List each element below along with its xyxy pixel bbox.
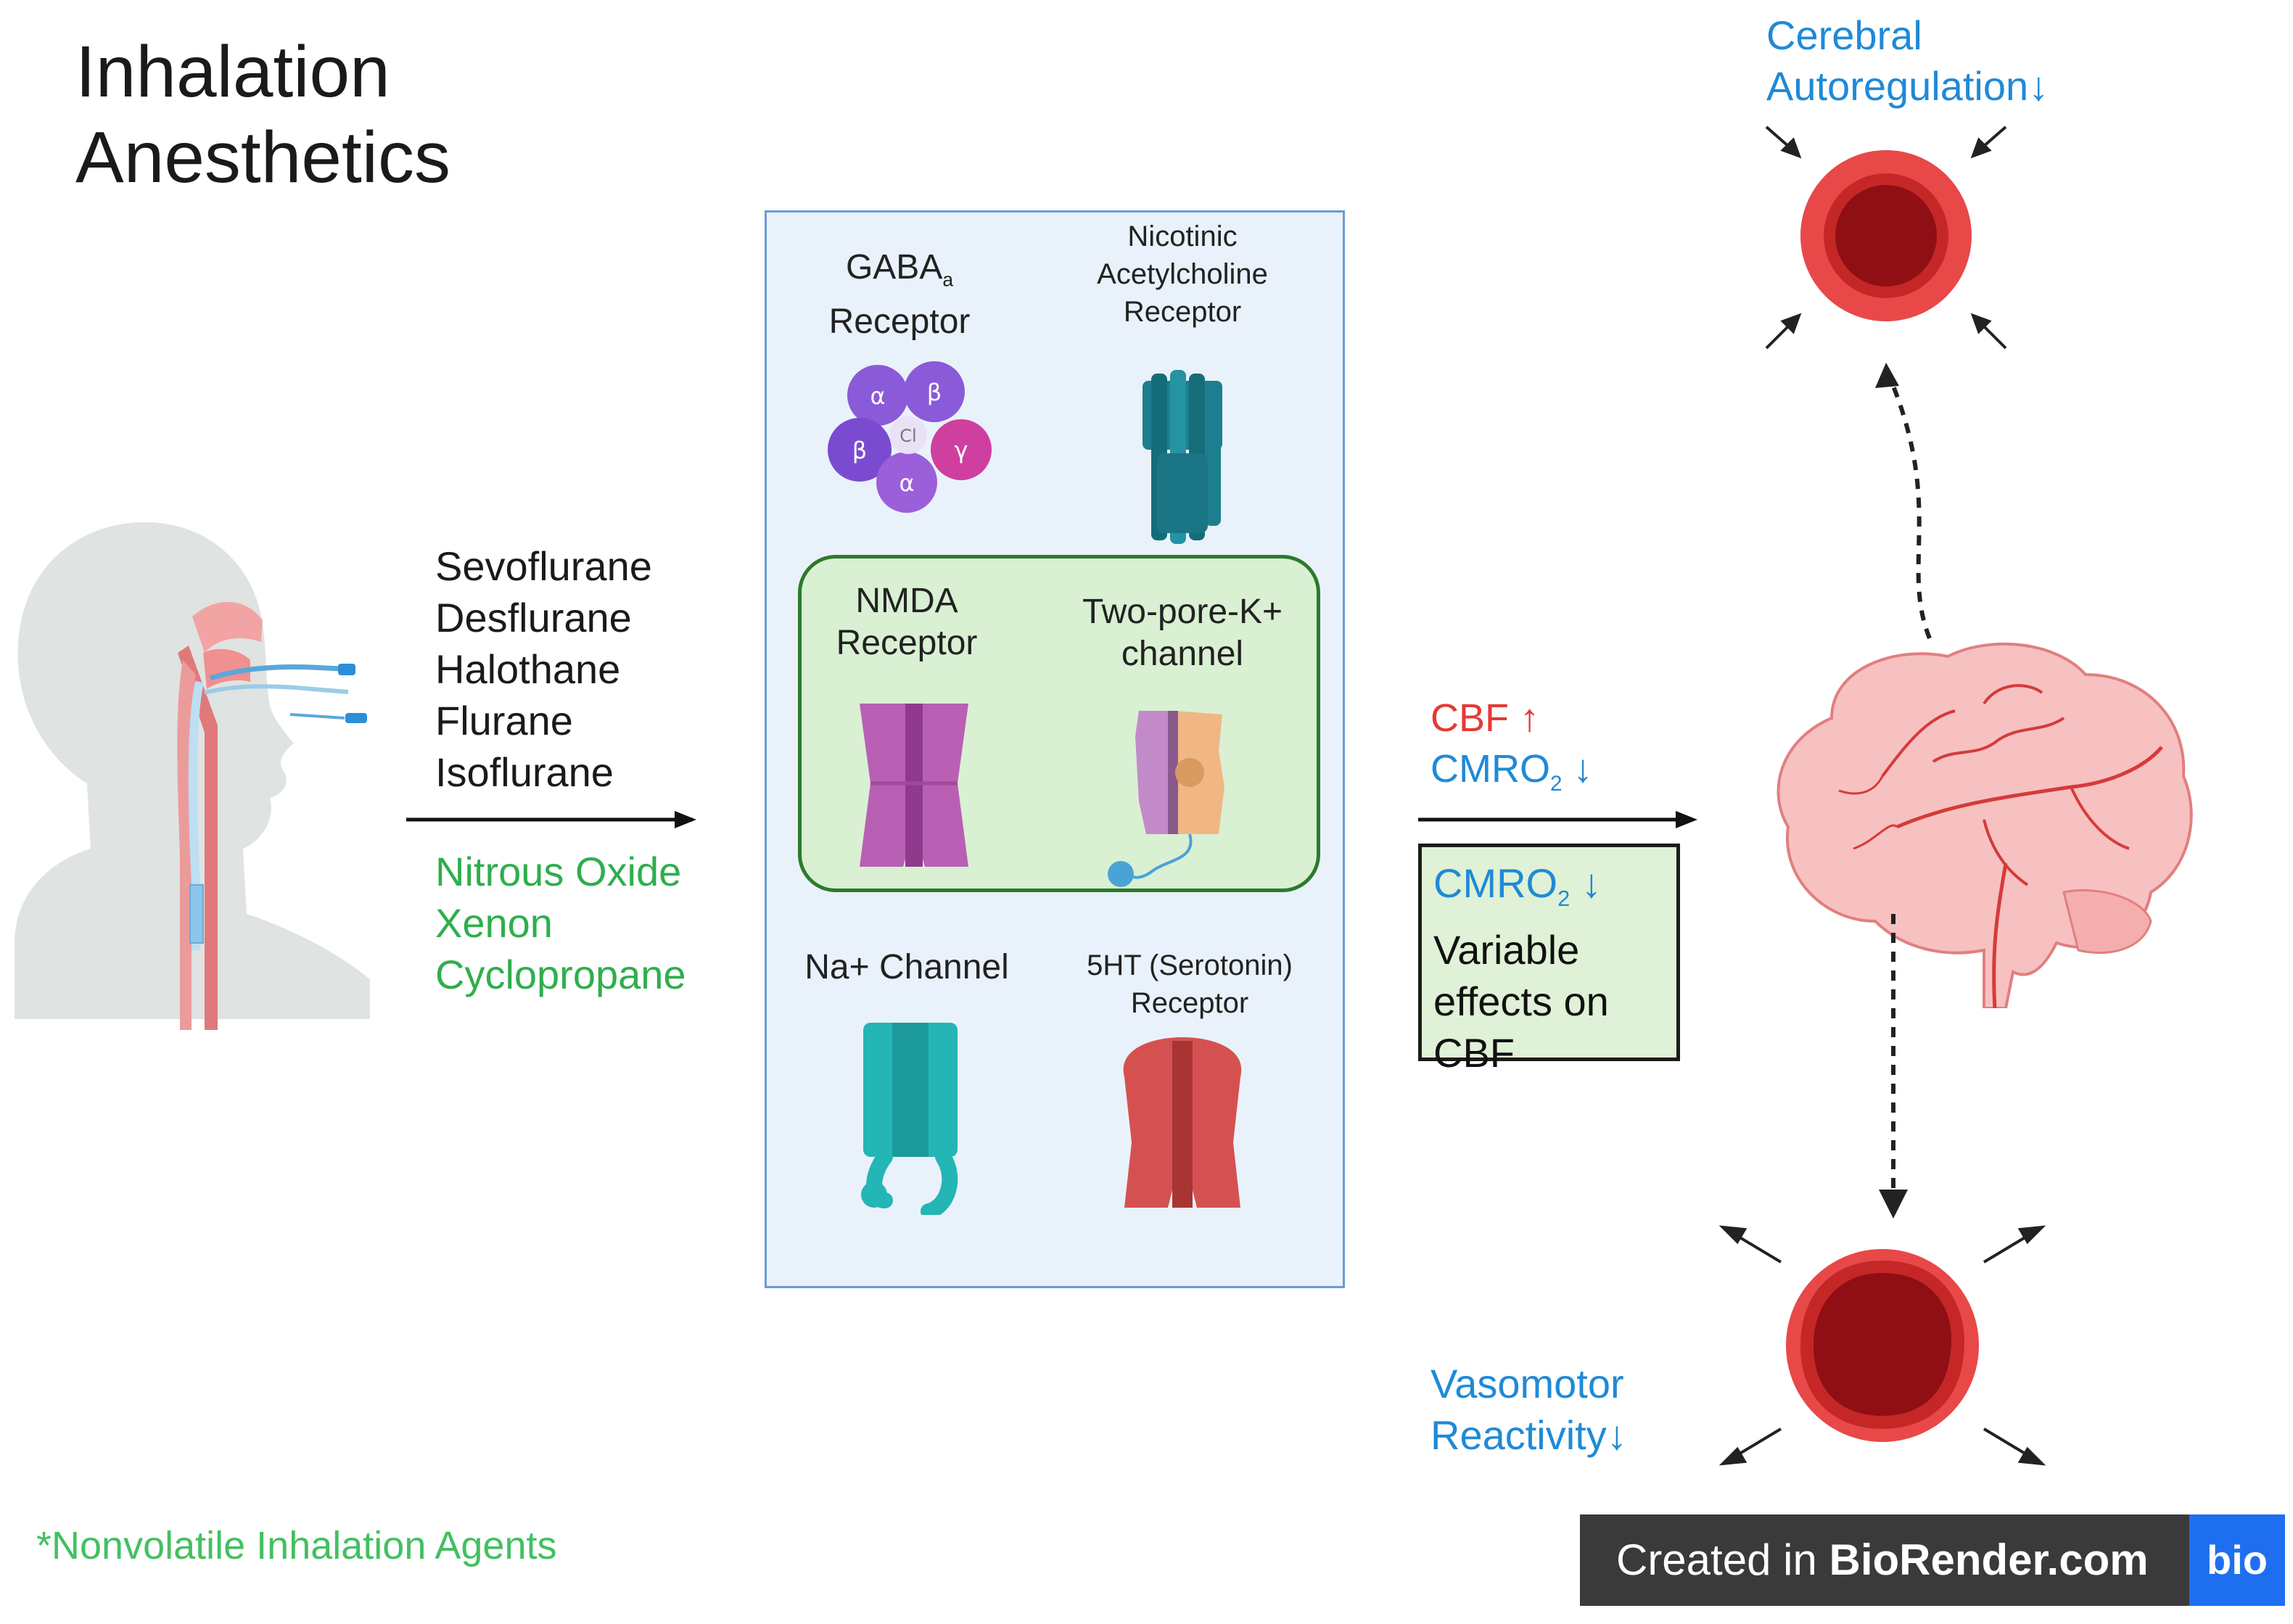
- serotonin-receptor-label: 5HT (Serotonin) Receptor: [1059, 947, 1320, 1022]
- nicotinic-line-1: Nicotinic: [1127, 220, 1238, 252]
- nmda-receptor-icon: [860, 704, 968, 867]
- biorender-badge: [1580, 1514, 2285, 1606]
- global-effects: CBF ↑ CMRO2 ↓: [1430, 693, 1593, 809]
- footnote: *Nonvolatile Inhalation Agents: [36, 1524, 557, 1567]
- cmro-arrow: ↓: [1562, 747, 1593, 791]
- nonvolatile-agents-list: Nitrous Oxide Xenon Cyclopropane: [435, 846, 686, 1000]
- vasomotor-line-2: Reactivity↓: [1430, 1412, 1627, 1458]
- autoregulation-label: Cerebral Autoregulation↓: [1766, 10, 2049, 112]
- nicotinic-receptor-label: Nicotinic Acetylcholine Receptor: [1045, 218, 1320, 331]
- serotonin-line-2: Receptor: [1130, 987, 1249, 1019]
- nonvolatile-agent-item: Xenon: [435, 900, 553, 946]
- variable-effects-line-2: effects on: [1433, 978, 1609, 1025]
- gaba-name: GABA: [845, 248, 943, 287]
- gaba-subunit-label: β: [852, 437, 867, 464]
- credit-prefix: Created in: [1616, 1536, 1829, 1584]
- cmro-arrow: ↓: [1570, 860, 1602, 906]
- credit-brand: BioRender.com: [1829, 1536, 2149, 1584]
- volatile-agent-item: Sevoflurane: [435, 543, 652, 589]
- cmro-subscript: 2: [1557, 886, 1570, 912]
- cmro-label: CMRO: [1430, 747, 1550, 791]
- arrow-to-receptors-icon: [406, 811, 696, 828]
- sodium-channel-label: Na+ Channel: [804, 948, 1009, 986]
- nicotinic-receptor-icon: [1143, 370, 1222, 544]
- nonvolatile-agent-item: Nitrous Oxide: [435, 849, 682, 894]
- gaba-subscript: a: [942, 268, 954, 291]
- autoregulation-line-1: Cerebral: [1766, 12, 1922, 58]
- cmro-subscript: 2: [1549, 771, 1563, 796]
- gaba-receptor-label: GABAa Receptor: [798, 247, 1001, 343]
- volatile-agents-list: Sevoflurane Desflurane Halothane Flurane…: [435, 540, 652, 798]
- two-pore-channel-label: Two-pore-K+ channel: [1059, 591, 1306, 675]
- vasomotor-label: Vasomotor Reactivity↓: [1430, 1358, 1627, 1461]
- sodium-channel-icon: [861, 1023, 958, 1215]
- serotonin-line-1: 5HT (Serotonin): [1087, 949, 1293, 981]
- vasomotor-line-1: Vasomotor: [1430, 1361, 1624, 1406]
- two-pore-line-1: Two-pore-K+: [1082, 593, 1283, 631]
- constricted-vessel-icon: [1765, 125, 2007, 350]
- variable-effects-line-1: Variable: [1433, 927, 1580, 973]
- cmro-decrease-text: CMRO2 ↓: [1430, 743, 1593, 809]
- arrow-to-brain-icon: [1418, 811, 1697, 828]
- gaba-subunit-label: γ: [955, 437, 968, 464]
- nonvolatile-effects-box: CMRO2 ↓ Variable effects on CBF: [1418, 844, 1680, 1076]
- volatile-agent-item: Isoflurane: [435, 749, 614, 795]
- title-line-2: Anesthetics: [75, 117, 450, 198]
- biorender-credit: Created in BioRender.com: [1616, 1535, 2149, 1585]
- dilated-vessel-icon: [1718, 1225, 2046, 1466]
- volatile-agent-item: Flurane: [435, 698, 573, 743]
- dashed-arrow-down-icon: [1879, 914, 1908, 1219]
- serotonin-receptor-icon: [1123, 1037, 1242, 1208]
- two-pore-line-2: channel: [1121, 635, 1244, 673]
- cbf-increase-text: CBF ↑: [1430, 696, 1540, 740]
- nonvolatile-agent-item: Cyclopropane: [435, 952, 686, 997]
- nmda-receptor-label: NMDA Receptor: [809, 580, 1005, 664]
- gaba-subunit-label: β: [927, 379, 942, 406]
- diagram-title: Inhalation Anesthetics: [75, 29, 450, 200]
- gaba-subunit-label: α: [899, 469, 914, 497]
- nicotinic-line-2: Acetylcholine: [1097, 258, 1268, 290]
- dashed-arrow-up-icon: [1875, 363, 1932, 640]
- head-intubation-icon: [15, 522, 370, 1030]
- autoregulation-line-2: Autoregulation↓: [1766, 63, 2049, 109]
- title-line-1: Inhalation: [75, 31, 390, 112]
- biorender-logo-icon: bio: [2189, 1514, 2285, 1606]
- cmro-label: CMRO: [1433, 860, 1558, 906]
- volatile-agent-item: Desflurane: [435, 595, 632, 640]
- nmda-line-1: NMDA: [855, 582, 958, 620]
- nmda-line-2: Receptor: [836, 624, 978, 662]
- gaba-receptor-word: Receptor: [828, 302, 971, 341]
- volatile-agent-item: Halothane: [435, 646, 621, 692]
- variable-effects-line-3: CBF: [1433, 1030, 1515, 1076]
- gaba-subunit-label: α: [870, 382, 885, 410]
- brain-icon: [1777, 642, 2193, 1008]
- gaba-receptor-icon: α β γ α β Cl: [828, 361, 992, 513]
- chloride-ion-label: Cl: [900, 426, 916, 446]
- two-pore-channel-icon: [1108, 711, 1224, 887]
- nicotinic-line-3: Receptor: [1123, 296, 1242, 328]
- cmro-decrease-text: CMRO2 ↓: [1433, 857, 1676, 924]
